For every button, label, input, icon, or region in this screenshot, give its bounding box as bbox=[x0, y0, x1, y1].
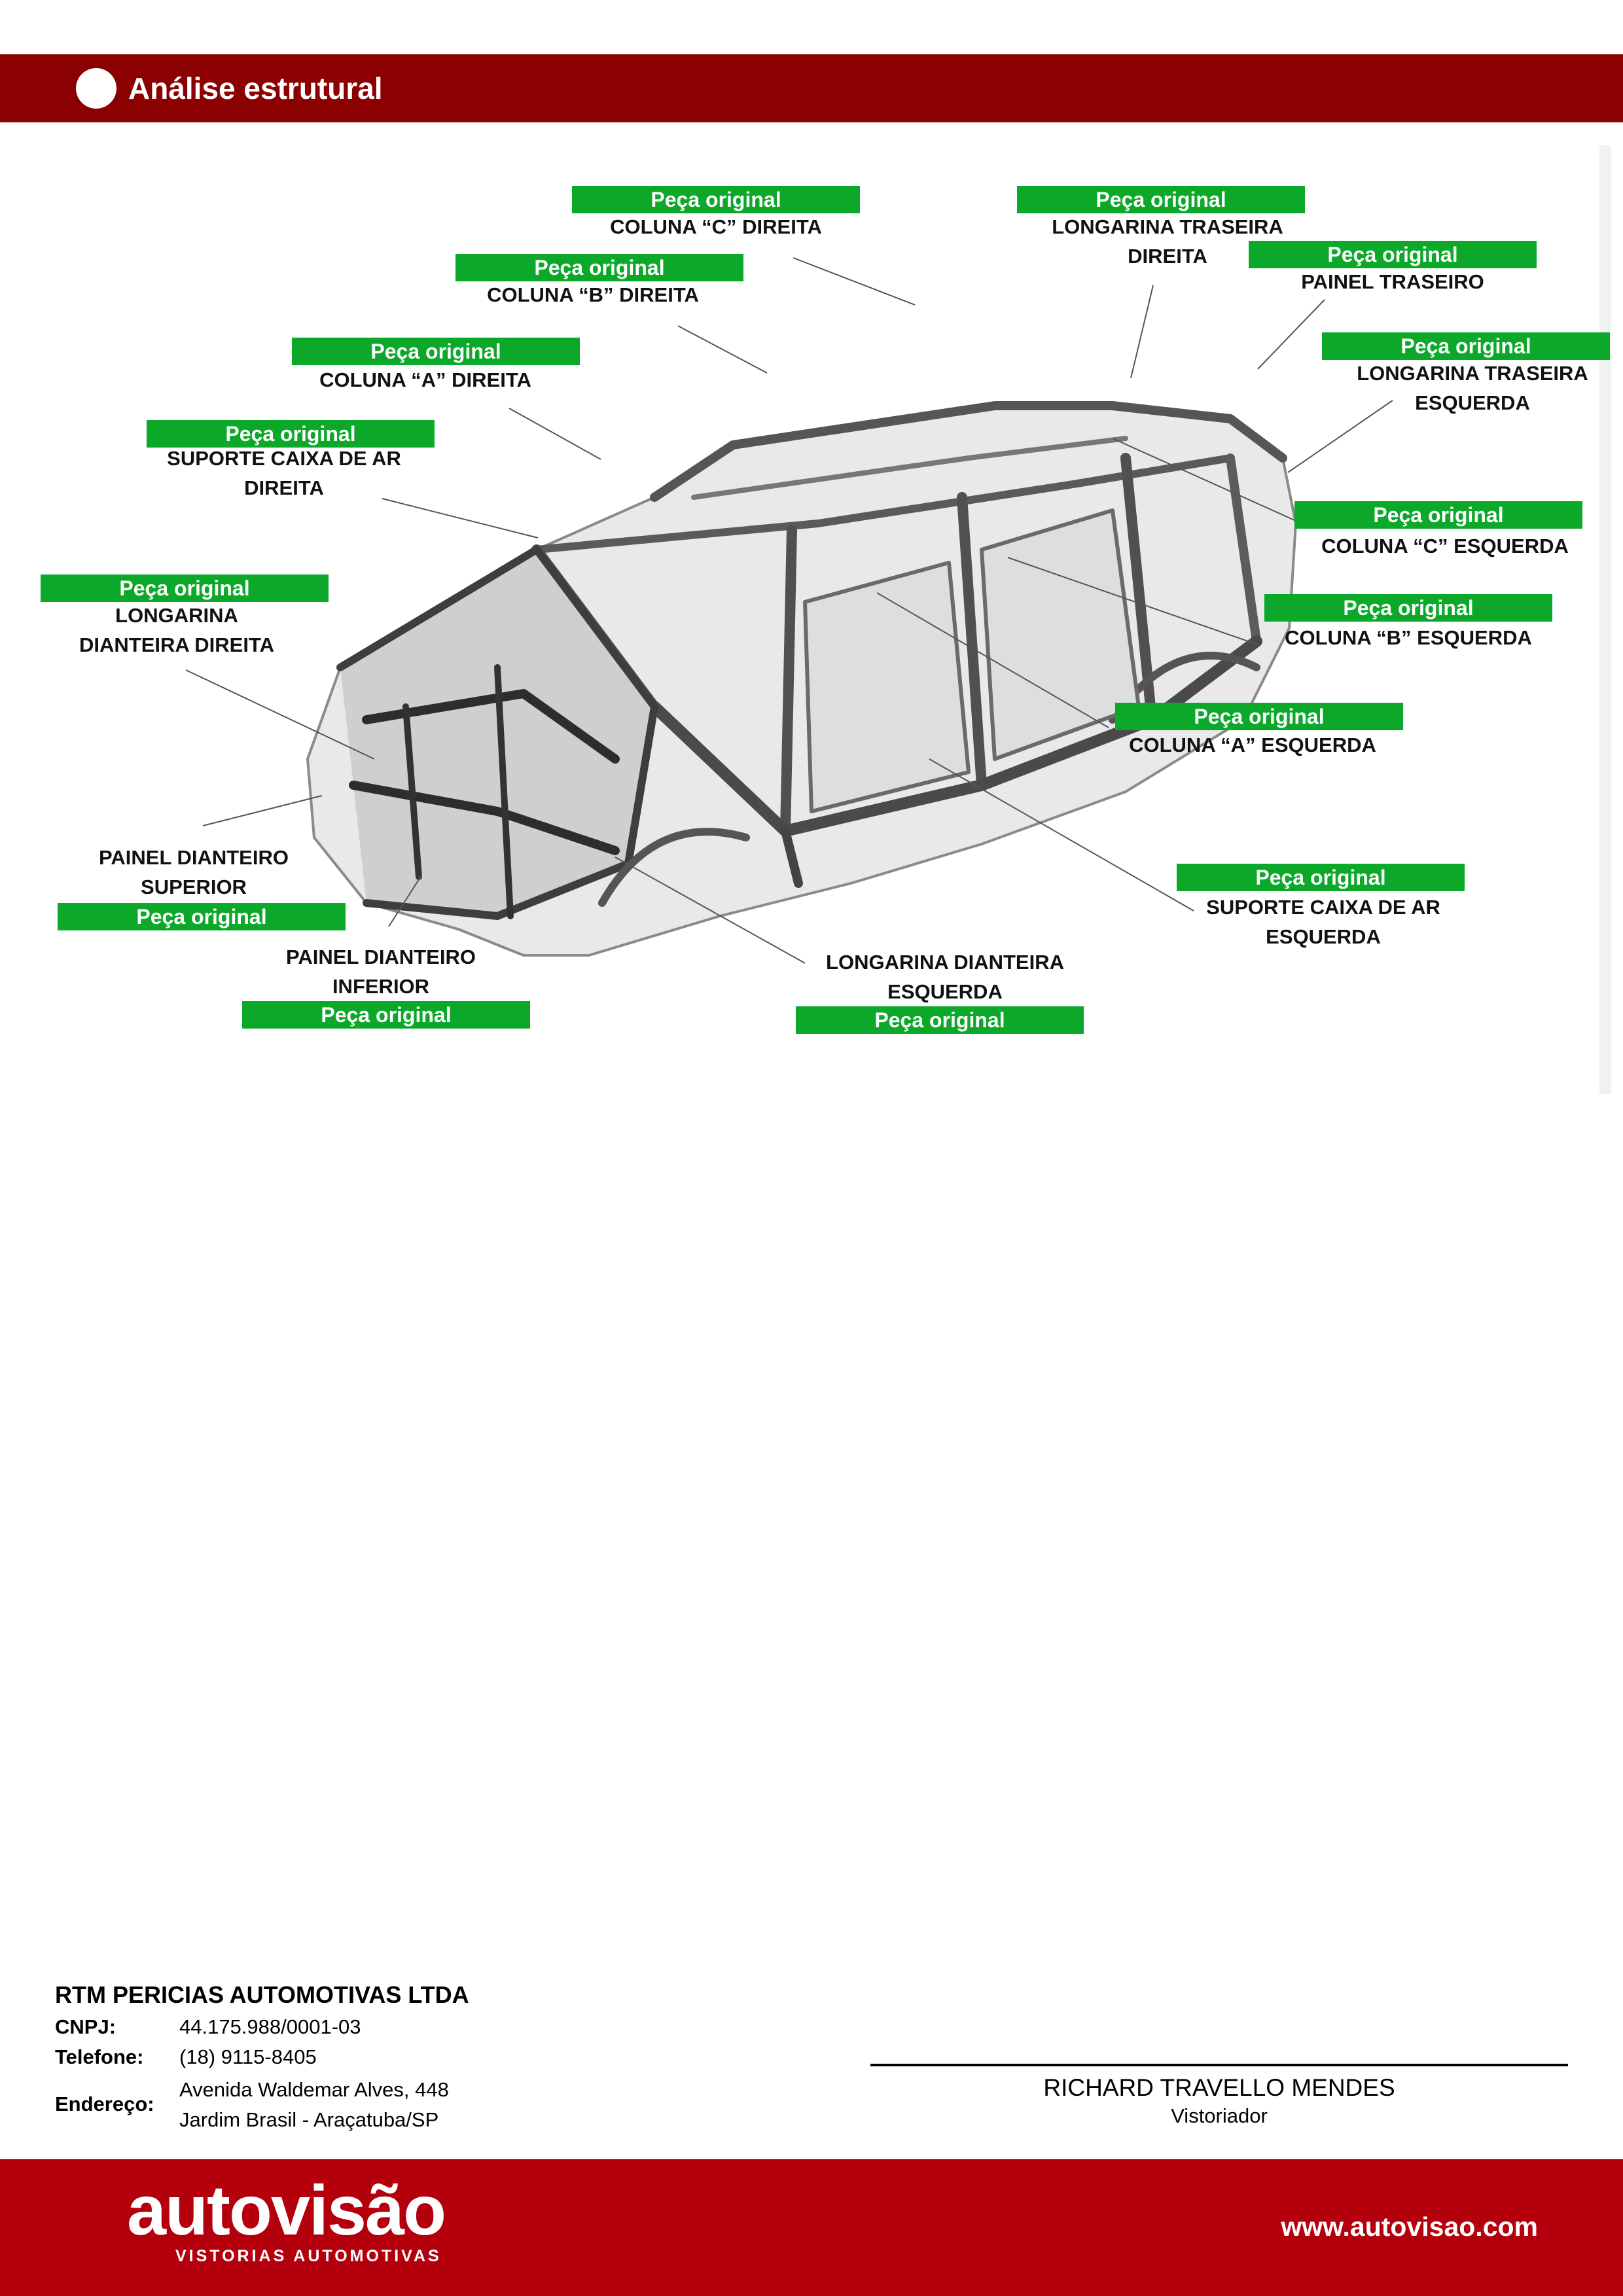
part-label: COLUNA “C” DIREITA bbox=[610, 215, 822, 238]
status-tag: Peça original bbox=[292, 338, 580, 365]
website-link[interactable]: www.autovisao.com bbox=[1281, 2212, 1538, 2242]
cnpj-value: 44.175.988/0001-03 bbox=[179, 2015, 361, 2038]
autovisao-logo: autovisão bbox=[127, 2170, 446, 2250]
status-tag: Peça original bbox=[1264, 594, 1552, 622]
signature-line bbox=[870, 2064, 1568, 2066]
part-label: LONGARINA TRASEIRA ESQUERDA bbox=[1357, 362, 1588, 414]
status-tag: Peça original bbox=[572, 186, 860, 213]
car-structure-diagram bbox=[185, 257, 1393, 964]
part-label: LONGARINA DIANTEIRA ESQUERDA bbox=[826, 951, 1064, 1003]
status-tag: Peça original bbox=[58, 903, 346, 930]
inspector-role: Vistoriador bbox=[1171, 2104, 1268, 2127]
phone-value: (18) 9115-8405 bbox=[179, 2045, 317, 2068]
address-line1: Avenida Waldemar Alves, 448 bbox=[179, 2078, 449, 2101]
part-label: COLUNA “A” ESQUERDA bbox=[1129, 733, 1376, 756]
part-label: COLUNA “A” DIREITA bbox=[319, 368, 531, 391]
header-circle-icon bbox=[76, 68, 116, 109]
status-tag: Peça original bbox=[796, 1006, 1084, 1034]
part-label: PAINEL DIANTEIRO INFERIOR bbox=[286, 945, 476, 998]
part-label: COLUNA “C” ESQUERDA bbox=[1321, 535, 1569, 557]
part-label: PAINEL DIANTEIRO SUPERIOR bbox=[99, 846, 289, 898]
part-label: SUPORTE CAIXA DE AR DIREITA bbox=[167, 447, 401, 499]
status-tag: Peça original bbox=[147, 420, 435, 448]
scrollbar-track bbox=[1599, 145, 1611, 1094]
part-label: LONGARINA TRASEIRA DIREITA bbox=[1052, 215, 1283, 268]
status-tag: Peça original bbox=[1177, 864, 1465, 891]
part-label: LONGARINA DIANTEIRA DIREITA bbox=[79, 604, 274, 656]
section-title: Análise estrutural bbox=[128, 71, 383, 105]
section-header: Análise estrutural bbox=[0, 54, 1623, 122]
part-label: SUPORTE CAIXA DE AR ESQUERDA bbox=[1206, 896, 1440, 948]
address-label: Endereço: bbox=[55, 2093, 154, 2115]
logo-subtitle: VISTORIAS AUTOMOTIVAS bbox=[175, 2247, 442, 2265]
footer-bar: autovisão VISTORIAS AUTOMOTIVAS www.auto… bbox=[0, 2159, 1623, 2296]
status-tag: Peça original bbox=[1249, 241, 1537, 268]
cnpj-label: CNPJ: bbox=[55, 2015, 116, 2038]
status-tag: Peça original bbox=[242, 1001, 530, 1029]
company-name: RTM PERICIAS AUTOMOTIVAS LTDA bbox=[55, 1981, 469, 2008]
status-tag: Peça original bbox=[455, 254, 743, 281]
part-label: COLUNA “B” DIREITA bbox=[487, 283, 699, 306]
status-tag: Peça original bbox=[1322, 332, 1610, 360]
part-label: COLUNA “B” ESQUERDA bbox=[1285, 626, 1532, 649]
status-tag: Peça original bbox=[41, 574, 329, 602]
inspector-name: RICHARD TRAVELLO MENDES bbox=[1043, 2074, 1395, 2101]
phone-label: Telefone: bbox=[55, 2045, 144, 2068]
address-line2: Jardim Brasil - Araçatuba/SP bbox=[179, 2108, 439, 2131]
status-tag: Peça original bbox=[1115, 703, 1403, 730]
status-tag: Peça original bbox=[1017, 186, 1305, 213]
status-tag: Peça original bbox=[1294, 501, 1582, 529]
part-label: PAINEL TRASEIRO bbox=[1301, 270, 1484, 293]
